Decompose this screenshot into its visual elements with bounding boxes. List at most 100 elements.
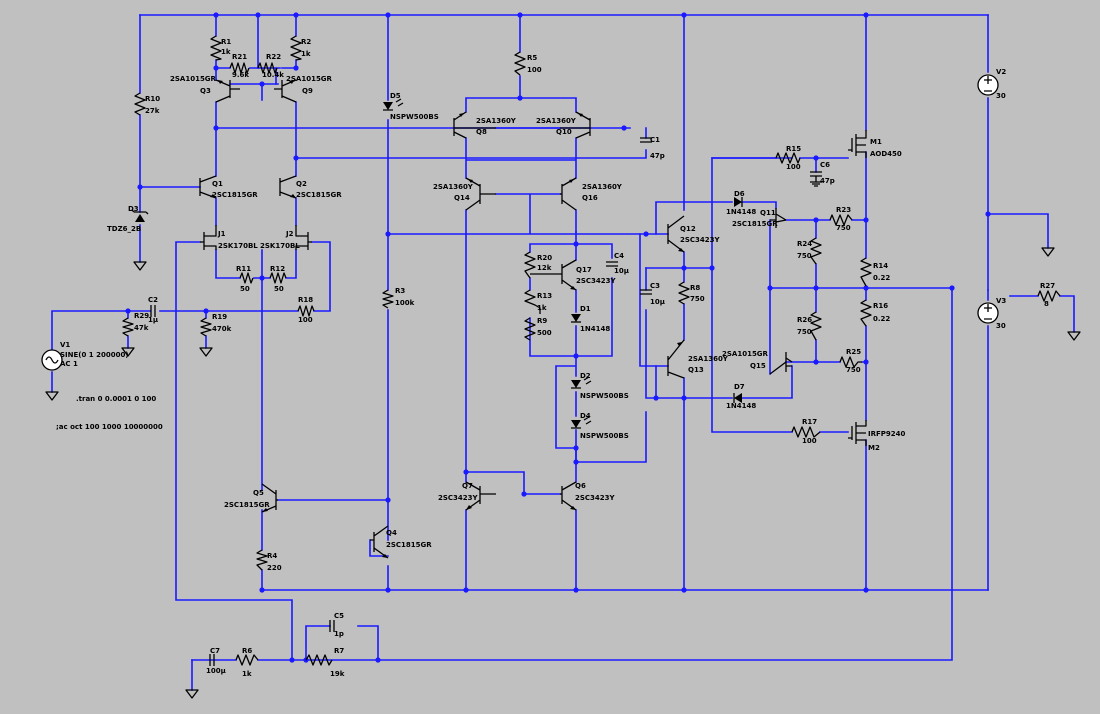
resistor-r26[interactable] — [810, 311, 822, 341]
capacitor-c7[interactable] — [209, 654, 215, 666]
resistor-r2[interactable] — [290, 35, 302, 61]
diode-d7[interactable] — [733, 393, 742, 403]
resistor-r16[interactable] — [860, 299, 872, 327]
label-q3-value: 2SA1015GR — [170, 75, 217, 83]
label-d7-ref: D7 — [734, 383, 745, 391]
label-r2-value: 1k — [301, 50, 311, 58]
resistor-r21[interactable] — [229, 62, 250, 74]
label-r13-value: 1k — [537, 304, 547, 312]
resistor-r12[interactable] — [269, 272, 287, 284]
resistor-r25[interactable] — [839, 356, 862, 368]
transistor-q5[interactable] — [261, 483, 278, 513]
resistor-r15[interactable] — [775, 152, 801, 164]
label-r18-ref: R18 — [298, 296, 313, 304]
resistor-r1[interactable] — [210, 35, 222, 61]
diode-d1[interactable] — [571, 314, 581, 323]
transistor-q9[interactable] — [274, 79, 297, 103]
label-r3-ref: R3 — [395, 287, 405, 295]
transistor-q13[interactable] — [667, 339, 685, 379]
transistor-q14[interactable] — [465, 177, 496, 211]
directive-tran: .tran 0 0.0001 0 100 — [76, 395, 156, 403]
transistor-q11[interactable] — [770, 208, 787, 228]
label-q14-ref: Q14 — [454, 194, 470, 202]
label-c3-ref: C3 — [650, 282, 660, 290]
label-q8-value: 2SA1360Y — [476, 117, 517, 125]
label-q5-value: 2SC1815GR — [224, 501, 270, 509]
transistor-q10[interactable] — [560, 111, 591, 139]
voltage-source-v1[interactable] — [41, 349, 63, 371]
resistor-r17[interactable] — [791, 426, 821, 438]
capacitor-c1[interactable] — [640, 137, 652, 143]
resistor-r18[interactable] — [297, 305, 315, 317]
diode-d5[interactable] — [383, 98, 404, 111]
resistor-r9[interactable] — [524, 317, 536, 341]
transistor-q1[interactable] — [199, 175, 217, 199]
jfet-j1[interactable] — [200, 225, 217, 250]
label-d5-value: NSPW500BS — [390, 113, 439, 121]
label-d1-value: 1N4148 — [580, 325, 610, 333]
label-r11-ref: R11 — [236, 265, 251, 273]
transistor-q12[interactable] — [667, 215, 685, 253]
transistor-q4[interactable] — [370, 525, 389, 559]
label-q6-value: 2SC3423Y — [575, 494, 616, 502]
label-r5-value: 100 — [527, 66, 542, 74]
transistor-q6[interactable] — [560, 481, 577, 511]
voltage-source-v3[interactable] — [977, 302, 999, 324]
resistor-r3[interactable] — [382, 289, 394, 309]
label-v3-ref: V3 — [996, 297, 1006, 305]
resistor-r14[interactable] — [860, 257, 872, 287]
label-q1-ref: Q1 — [212, 180, 223, 188]
resistor-r8[interactable] — [678, 281, 690, 305]
label-m2-value: IRFP9240 — [868, 430, 906, 438]
capacitor-c2[interactable] — [150, 305, 156, 317]
mosfet-m2[interactable] — [848, 420, 867, 446]
diode-d2[interactable] — [571, 376, 592, 389]
transistor-q2[interactable] — [279, 175, 297, 199]
jfet-j2[interactable] — [295, 225, 312, 250]
mosfet-m1[interactable] — [848, 130, 867, 158]
resistor-r27[interactable] — [1037, 290, 1061, 302]
resistor-r22[interactable] — [257, 62, 278, 74]
diode-d4[interactable] — [571, 416, 592, 429]
resistor-r13[interactable] — [524, 289, 541, 314]
transistor-q16[interactable] — [560, 177, 577, 211]
capacitor-c3[interactable] — [640, 289, 652, 295]
resistor-r10[interactable] — [134, 92, 146, 116]
transistor-q17[interactable] — [530, 259, 577, 291]
label-c2-ref: C2 — [148, 296, 158, 304]
label-r20-value: 12k — [537, 264, 552, 272]
resistor-r23[interactable] — [829, 214, 853, 226]
resistor-r5[interactable] — [514, 51, 526, 76]
resistor-r24[interactable] — [810, 237, 822, 265]
grounds — [45, 247, 1081, 699]
resistor-r19[interactable] — [200, 317, 212, 337]
resistor-r7[interactable] — [305, 654, 333, 666]
label-r19-value: 470k — [212, 325, 232, 333]
component-labels: R1 1k R2 1k R21 9.6k R22 10.4k R10 27k 2… — [60, 38, 1055, 678]
capacitor-c4[interactable] — [606, 261, 618, 267]
label-r22-value: 10.4k — [262, 71, 284, 79]
resistor-r4[interactable] — [256, 549, 268, 571]
transistor-q3[interactable] — [215, 79, 240, 103]
resistor-r6[interactable] — [235, 654, 259, 666]
label-v1-value: SINE(0 1 200000) — [60, 351, 129, 359]
label-q7-ref: Q7 — [462, 482, 473, 490]
resistor-r29[interactable] — [122, 317, 134, 337]
label-r6-value: 1k — [242, 670, 252, 678]
diode-d6[interactable] — [734, 197, 743, 207]
resistors — [122, 35, 1061, 666]
transistor-q15[interactable] — [769, 352, 793, 375]
label-r16-ref: R16 — [873, 302, 888, 310]
voltage-source-v2[interactable] — [977, 74, 999, 96]
resistor-r11[interactable] — [239, 272, 254, 284]
capacitor-c5[interactable] — [329, 620, 335, 632]
resistor-r20[interactable] — [524, 251, 536, 279]
capacitor-c6[interactable] — [810, 171, 822, 187]
diode-d3[interactable] — [131, 209, 149, 222]
junctions — [125, 12, 991, 663]
transistor-q7[interactable] — [465, 481, 496, 511]
label-r29-ref: R29 — [134, 312, 149, 320]
label-r3-value: 100k — [395, 299, 415, 307]
transistor-q8[interactable] — [453, 111, 496, 139]
